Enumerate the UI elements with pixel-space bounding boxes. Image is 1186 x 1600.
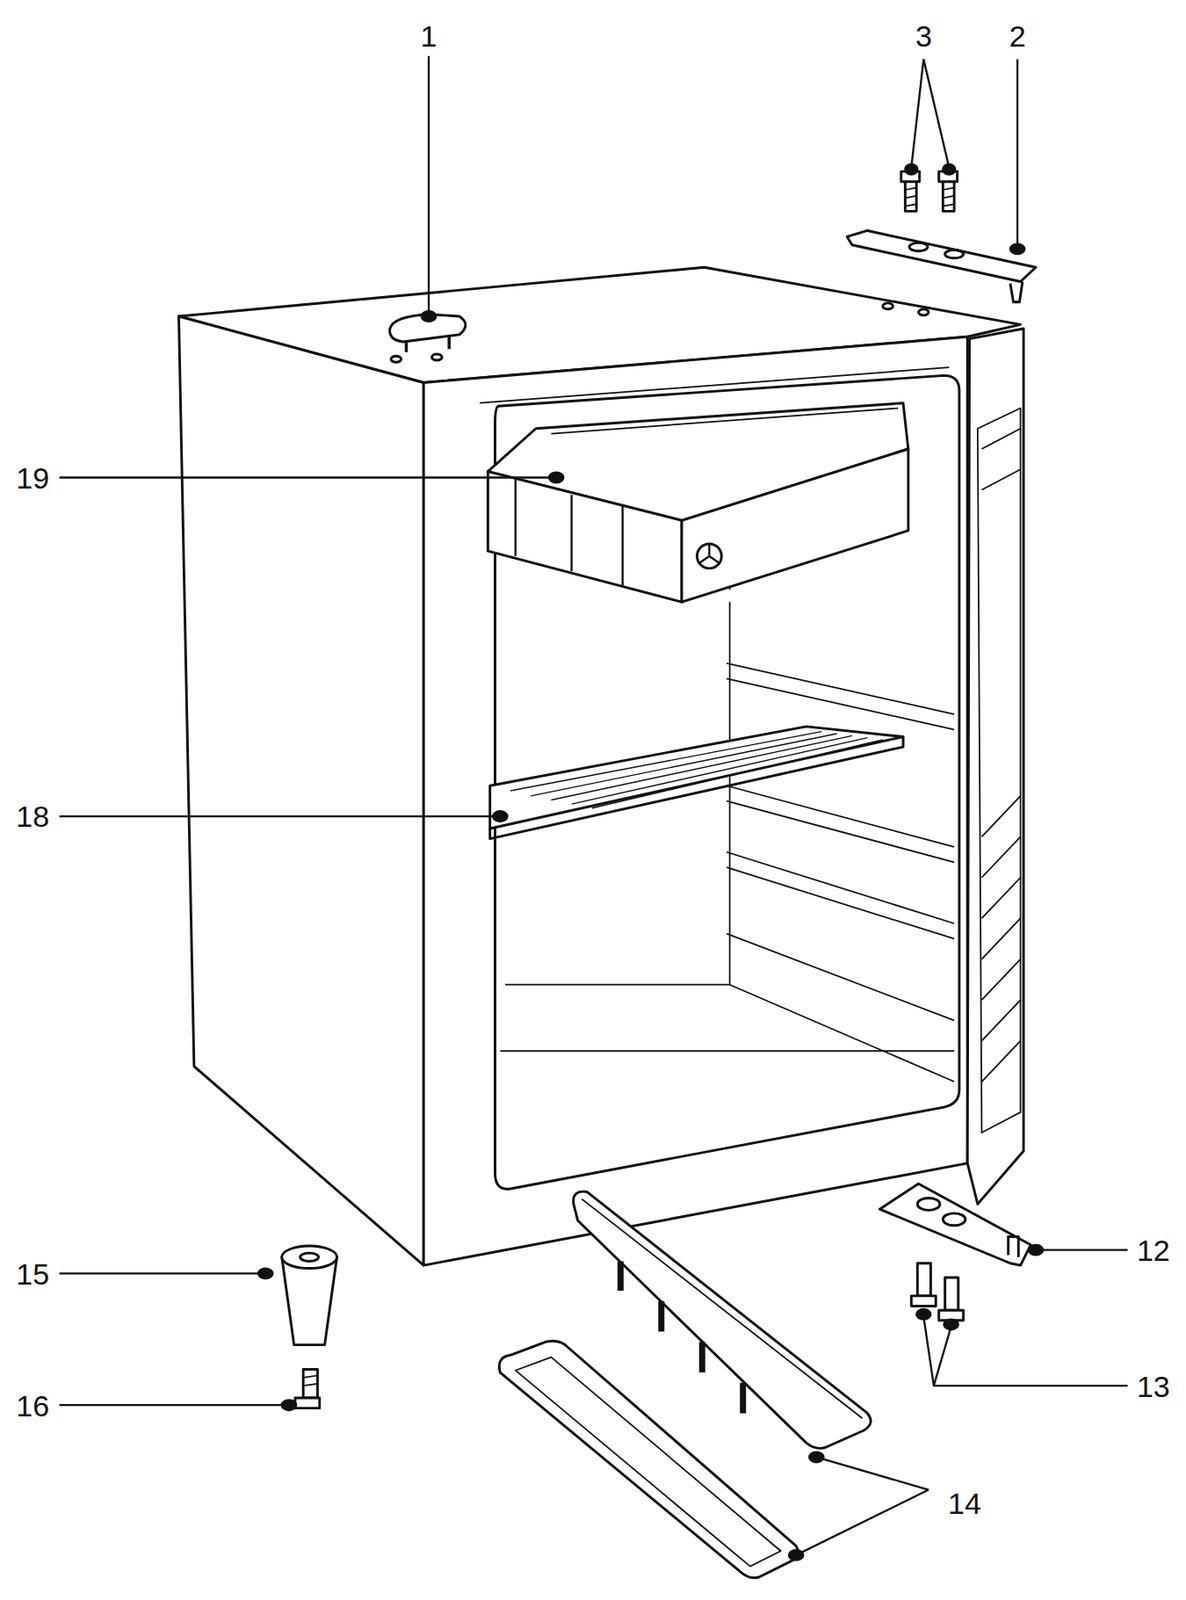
callout-number: 15 (14, 1257, 51, 1291)
callout-number: 13 (1135, 1369, 1172, 1403)
callout-number: 2 (1007, 19, 1028, 53)
callout-number: 14 (946, 1486, 984, 1520)
callout-number: 1 (418, 19, 439, 53)
callout-number: 12 (1135, 1233, 1172, 1267)
callout-number: 19 (14, 461, 51, 495)
callout-number: 16 (14, 1388, 51, 1423)
callout-number: 18 (14, 799, 51, 833)
callout-number: 3 (913, 19, 934, 53)
